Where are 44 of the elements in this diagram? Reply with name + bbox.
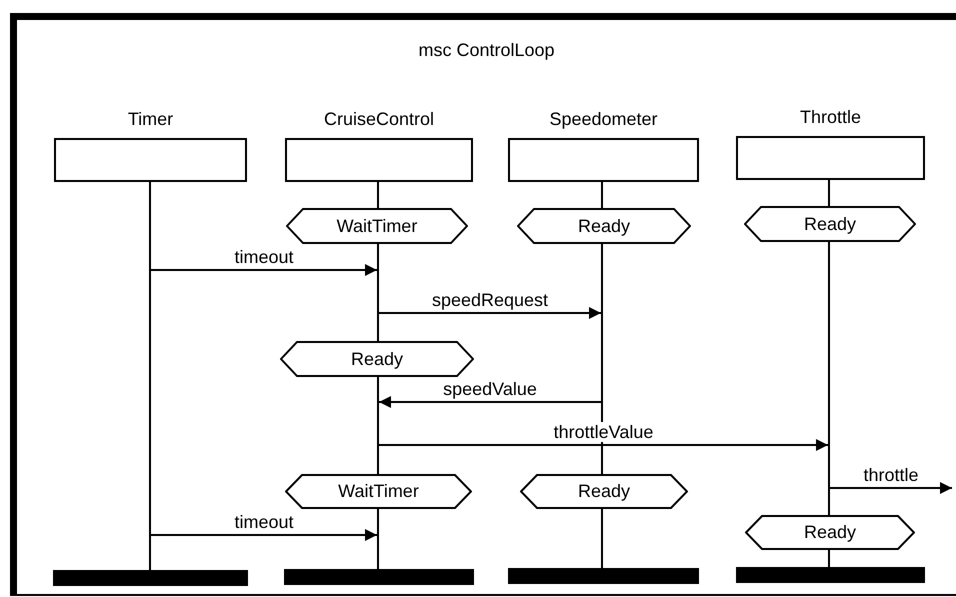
condition-hexagon bbox=[285, 474, 472, 509]
condition-label: WaitTimer bbox=[336, 216, 418, 236]
condition-label: Ready bbox=[804, 214, 856, 234]
condition-hexagon bbox=[744, 206, 916, 242]
message-label: speedRequest bbox=[430, 290, 550, 310]
instance-name: Speedometer bbox=[548, 108, 659, 130]
msc-name: msc ControlLoop bbox=[417, 40, 556, 61]
condition-hexagon bbox=[280, 341, 474, 377]
message-arrow bbox=[151, 529, 377, 541]
lifeline bbox=[377, 509, 379, 569]
message-label: throttleValue bbox=[552, 422, 654, 442]
instance-name: Timer bbox=[126, 108, 174, 130]
lifeline bbox=[828, 242, 830, 515]
condition-label: Ready bbox=[578, 481, 630, 502]
condition-label: Ready bbox=[804, 522, 856, 543]
instance-end-bar bbox=[284, 569, 474, 585]
message-arrow bbox=[379, 439, 828, 451]
lifeline bbox=[377, 244, 379, 341]
message-arrow bbox=[151, 264, 377, 276]
lifeline bbox=[377, 377, 379, 474]
condition-label: Ready bbox=[578, 216, 630, 236]
condition-hexagon bbox=[286, 208, 468, 244]
condition-hexagon bbox=[745, 515, 915, 550]
condition-hexagon bbox=[517, 208, 691, 244]
condition-label: Ready bbox=[350, 348, 404, 370]
lifeline bbox=[601, 509, 603, 568]
instance-name: CruiseControl bbox=[322, 108, 436, 130]
lifeline bbox=[828, 550, 830, 567]
message-arrow bbox=[830, 482, 952, 494]
lifeline bbox=[828, 180, 830, 206]
instance-name: Throttle bbox=[798, 106, 862, 128]
message-arrow bbox=[379, 396, 601, 408]
message-arrow bbox=[379, 307, 601, 319]
lifeline bbox=[377, 182, 379, 208]
condition-hexagon bbox=[520, 474, 688, 509]
diagram-frame bbox=[10, 13, 956, 596]
instance-end-bar bbox=[508, 568, 698, 584]
condition-label: WaitTimer bbox=[338, 481, 419, 502]
instance-end-bar bbox=[736, 567, 924, 583]
instance-end-bar bbox=[52, 570, 248, 586]
message-label: speedValue bbox=[442, 379, 538, 399]
lifeline bbox=[601, 182, 603, 208]
lifeline bbox=[601, 244, 603, 474]
lifeline bbox=[149, 182, 151, 570]
